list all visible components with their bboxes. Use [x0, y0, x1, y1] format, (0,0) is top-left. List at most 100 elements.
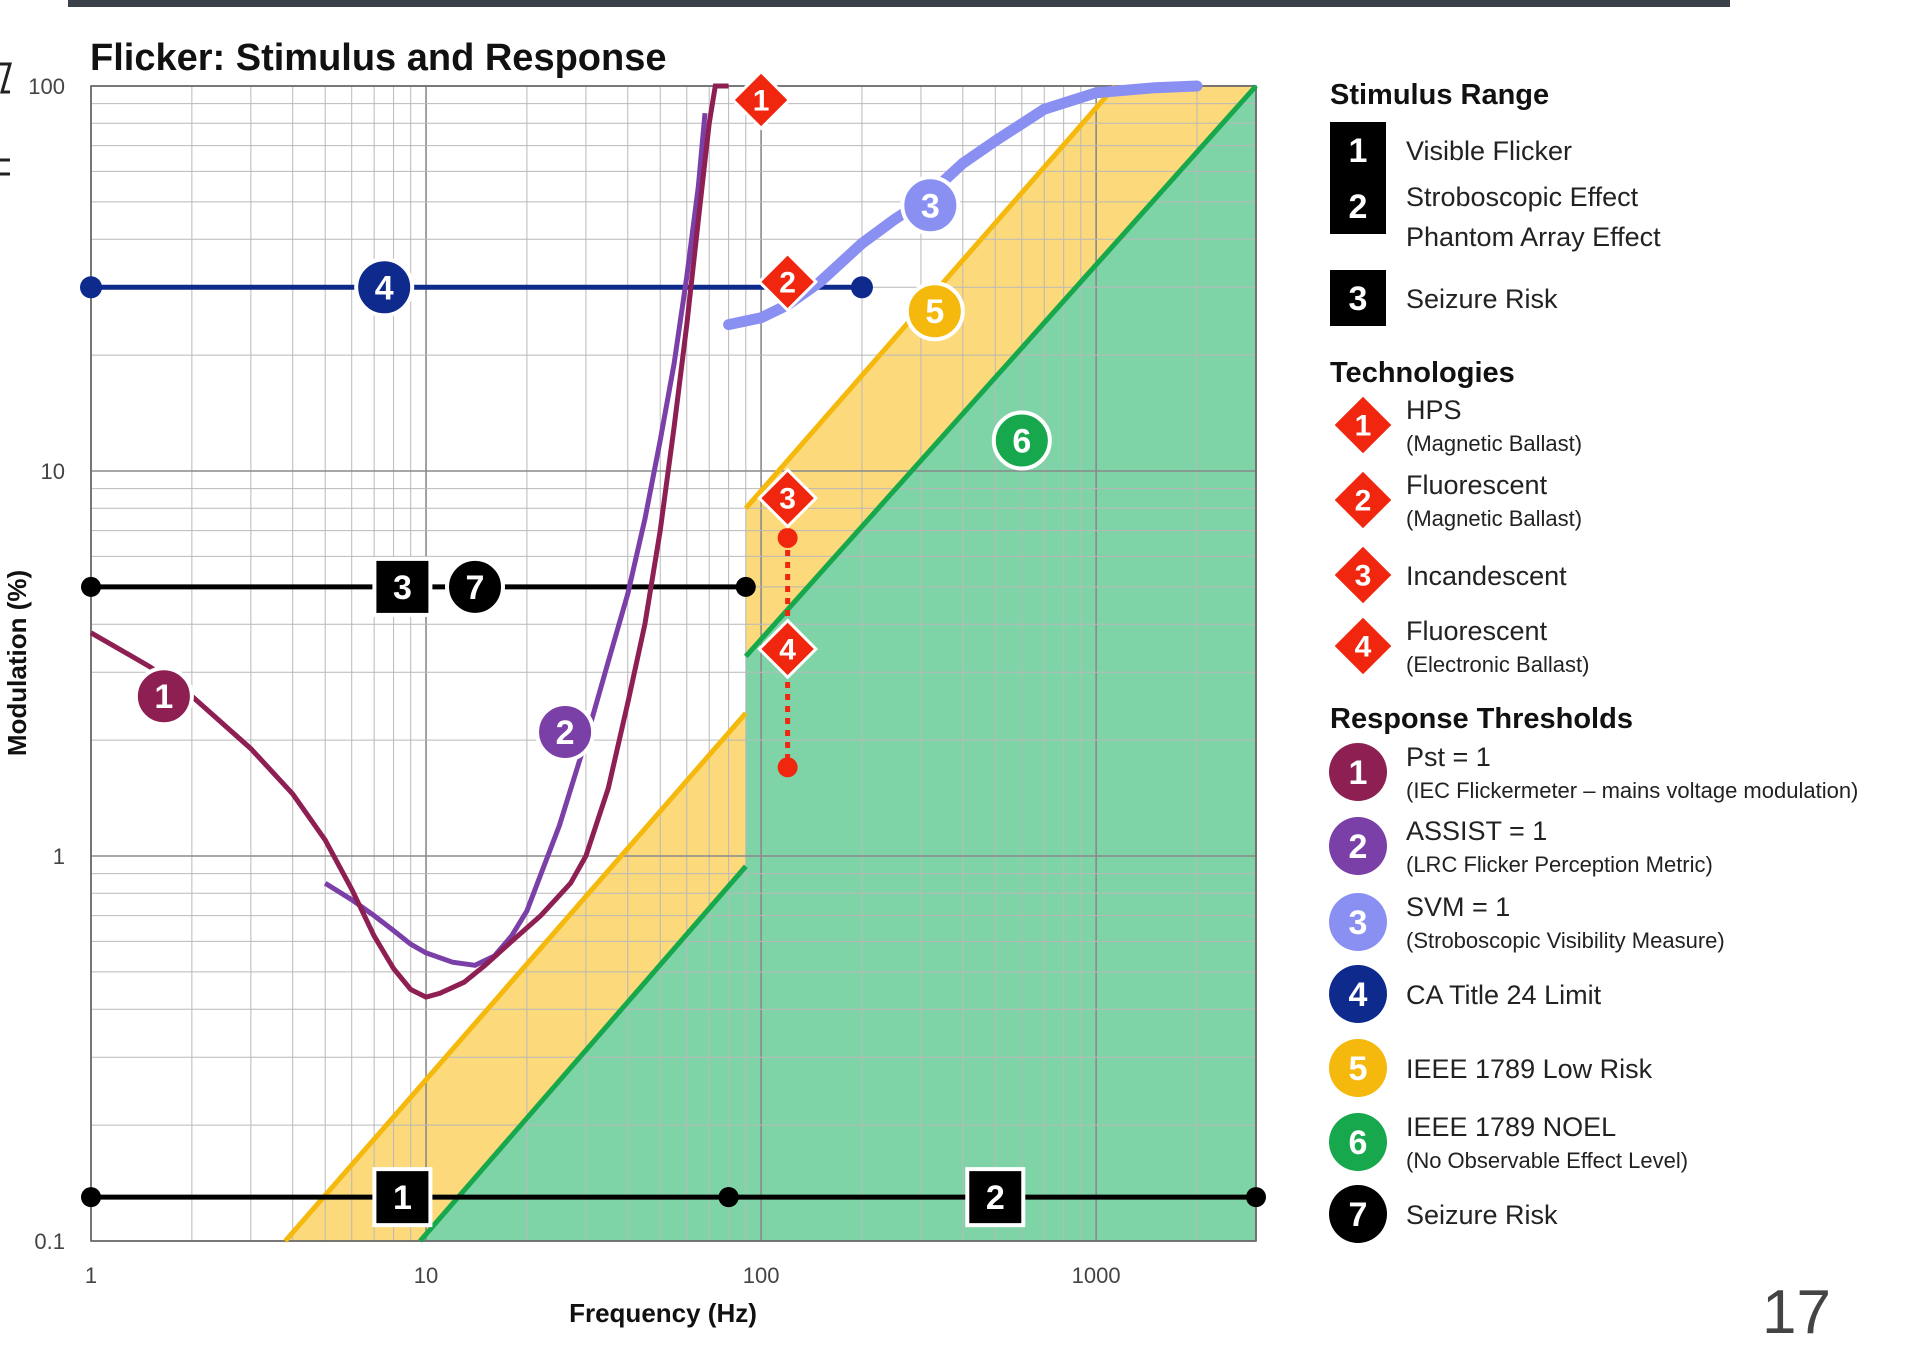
legend-response-name: Pst = 1 [1406, 742, 1491, 772]
legend-response-badge [1329, 893, 1387, 951]
legend-stimulus-text: Stroboscopic Effect [1406, 182, 1639, 212]
region-noel_above_90 [745, 86, 1256, 1241]
legend-response-name: ASSIST = 1 [1406, 816, 1547, 846]
technology-marker-label: 1 [753, 84, 770, 117]
stimulus-badge-visible_flicker-label: 1 [393, 1179, 412, 1217]
y-tick-label: 100 [28, 74, 65, 99]
badge-svm-label: 3 [921, 187, 940, 225]
legend-stimulus-badge-label: 1 [1349, 132, 1368, 170]
legend-response-badge [1329, 1185, 1387, 1243]
badge-assist-label: 2 [556, 714, 575, 752]
stimulus-badge-visible_flicker [372, 1167, 433, 1228]
legend-response-name: SVM = 1 [1406, 892, 1510, 922]
x-axis-label: Frequency (Hz) [569, 1298, 757, 1328]
legend-technology-diamond-label: 2 [1355, 485, 1372, 518]
legend-response-name: IEEE 1789 Low Risk [1406, 1054, 1653, 1084]
y-tick-label: 10 [41, 459, 65, 484]
legend-response-sub: (No Observable Effect Level) [1406, 1148, 1688, 1173]
legend-response-badge-label: 1 [1349, 754, 1368, 792]
legend-response-badge [1329, 1039, 1387, 1097]
legend-response-name: CA Title 24 Limit [1406, 980, 1602, 1010]
series-pst [89, 83, 729, 1000]
legend-technology-name: Fluorescent [1406, 470, 1548, 500]
legend-technology-diamond-label: 1 [1355, 410, 1372, 443]
series-ieee_noel [418, 864, 748, 1243]
series-ca-title24-endpoint [80, 276, 102, 299]
badge-ieee_low_risk [904, 281, 965, 342]
grid-layer [90, 85, 1257, 1242]
technology-marker-label: 4 [779, 633, 796, 666]
legend-heading-stimulus: Stimulus Range [1330, 79, 1549, 111]
legend-response-badge-label: 2 [1349, 828, 1368, 866]
legend-response-badge [1329, 817, 1387, 875]
badge-ieee_noel-label: 6 [1012, 423, 1031, 461]
series-ieee_low_risk [283, 711, 748, 1243]
legend-technology-diamond [1334, 471, 1392, 529]
legend-response-sub: (LRC Flicker Perception Metric) [1406, 852, 1713, 877]
legend-technology-diamond [1334, 546, 1392, 604]
legend-technology-diamond [1334, 396, 1392, 454]
stimulus-badge-seizure_risk-label: 3 [393, 569, 412, 607]
series-stroboscopic-endpoint [718, 1187, 739, 1208]
legend-technology-sub: (Magnetic Ballast) [1406, 506, 1582, 531]
badge-ieee_noel [991, 410, 1052, 471]
incandescent-range-bottom [777, 757, 798, 778]
technology-marker [730, 69, 792, 131]
technology-marker [757, 251, 819, 313]
badge-seizure_risk-label: 7 [466, 569, 485, 607]
plot-frame [90, 85, 1257, 1242]
legend-technology-name: HPS [1406, 395, 1462, 425]
legend-response-sub: (Stroboscopic Visibility Measure) [1406, 928, 1725, 953]
legend-response-badge-label: 7 [1349, 1196, 1368, 1234]
series-ca-title24-endpoint [850, 276, 873, 299]
stimulus-badge-seizure_risk [372, 556, 433, 617]
legend-response-badge [1329, 743, 1387, 801]
series-seizure_risk-endpoint [735, 576, 756, 597]
technology-marker [757, 467, 819, 529]
legend-response-badge-label: 6 [1349, 1124, 1368, 1162]
y-tick-label: 1 [53, 844, 65, 869]
series-assist [323, 112, 708, 968]
legend-stimulus-text: Phantom Array Effect [1406, 222, 1661, 252]
series-seizure_risk-endpoint [81, 576, 101, 597]
legend-technology-sub: (Electronic Ballast) [1406, 652, 1589, 677]
badge-ieee_low_risk-label: 5 [925, 293, 944, 331]
legend-response-badge-label: 3 [1349, 904, 1368, 942]
badge-svm [900, 175, 961, 236]
legend-stimulus-text: Seizure Risk [1406, 284, 1558, 314]
badge-ca_title24-label: 4 [375, 269, 394, 307]
cropped-glyph-fragment [0, 62, 12, 176]
legend-response-badge [1329, 1113, 1387, 1171]
series-stroboscopic-endpoint [1246, 1187, 1266, 1208]
badge-pst [133, 666, 194, 727]
legend-technology-name: Fluorescent [1406, 616, 1548, 646]
badge-ca_title24 [354, 257, 415, 318]
y-axis-label: Modulation (%) [2, 570, 32, 756]
legend-response-name: IEEE 1789 NOEL [1406, 1112, 1616, 1142]
chart-title: Flicker: Stimulus and Response [90, 37, 666, 79]
technology-marker [757, 618, 819, 680]
legend-heading-technologies: Technologies [1330, 357, 1515, 389]
legend-stimulus-badge [1330, 122, 1386, 178]
legend-technology-diamond [1334, 617, 1392, 675]
slide-top-bar [68, 0, 1730, 7]
legend-response-badge-label: 5 [1349, 1050, 1368, 1088]
legend-response-sub: (IEC Flickermeter – mains voltage modula… [1406, 778, 1858, 803]
x-tick-label: 100 [743, 1263, 780, 1288]
legend-stimulus-badge [1330, 178, 1386, 234]
legend-technology-name: Incandescent [1406, 561, 1567, 591]
legend-stimulus-badge-label: 3 [1349, 280, 1368, 318]
legend-technology-sub: (Magnetic Ballast) [1406, 431, 1582, 456]
legend-response-badge-label: 4 [1349, 976, 1368, 1014]
legend-stimulus-badge [1330, 270, 1386, 326]
badge-pst-label: 1 [154, 678, 173, 716]
badge-assist [535, 701, 596, 762]
technology-marker-label: 3 [779, 483, 796, 516]
legend-response-name: Seizure Risk [1406, 1200, 1558, 1230]
legend-heading-responses: Response Thresholds [1330, 703, 1633, 735]
series-ieee_noel [743, 84, 1258, 659]
legend-technology-diamond-label: 3 [1355, 560, 1372, 593]
